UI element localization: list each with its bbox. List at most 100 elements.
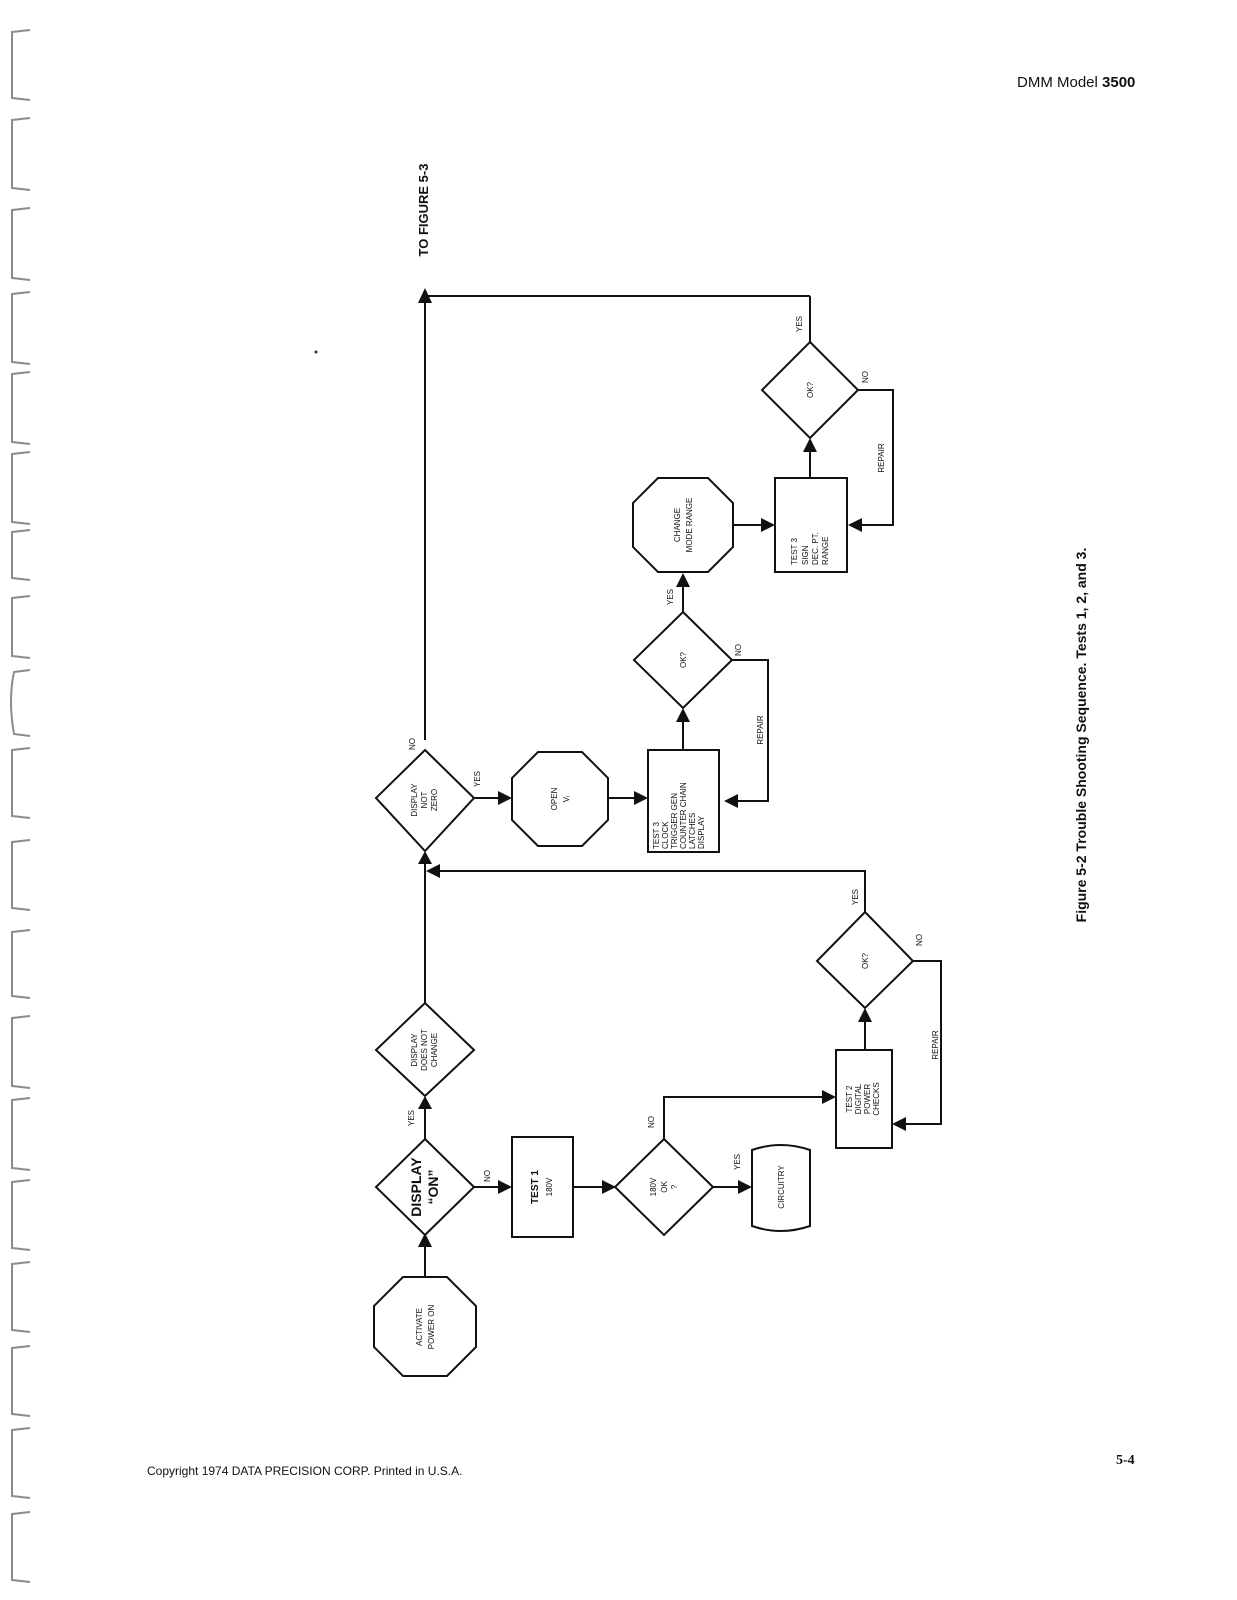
node-text: OK? (679, 651, 688, 668)
node-text: TEST 3 (652, 821, 661, 849)
arrow-head (848, 518, 862, 532)
arrow-head (724, 794, 738, 808)
arrow-head (761, 518, 775, 532)
node-open-vi: OPEN Vᵢ (511, 751, 609, 847)
arrow-head (676, 708, 690, 722)
arrow-head (634, 791, 648, 805)
node-text: OPEN (550, 787, 559, 810)
arrow-head (858, 1008, 872, 1022)
label-yes: YES (733, 1154, 742, 1170)
arrow-head (418, 851, 432, 864)
node-text: TEST 1 (530, 1170, 541, 1204)
arrow-head (418, 1096, 432, 1109)
edge-labels: YES NO YES NO REPAIR NO YES NO YES REPAI… (407, 316, 940, 1182)
node-text: RANGE (821, 537, 830, 565)
node-text: DISPLAY (697, 815, 706, 849)
node-text: POWER (863, 1084, 872, 1114)
node-ok-test3b-decision: OK? (760, 340, 860, 440)
edge-180v-test2 (663, 1096, 822, 1139)
node-text: DEC. PT. (811, 532, 820, 565)
node-text: TEST 3 (790, 537, 799, 565)
node-text: LATCHES (688, 813, 697, 849)
node-text: OK? (806, 381, 815, 398)
exit-label: TO FIGURE 5-3 (416, 164, 431, 257)
node-text: OK (660, 1181, 669, 1193)
label-repair: REPAIR (877, 443, 886, 472)
node-text: CHECKS (872, 1082, 881, 1115)
node-text: 180V (545, 1177, 554, 1196)
label-yes: YES (473, 771, 482, 787)
node-no-change-decision: DISPLAY DOES NOT CHANGE (374, 1001, 476, 1098)
arrow-head (676, 573, 690, 587)
edge-ok2-repair (906, 960, 942, 1125)
node-test2: TEST 2 DIGITAL POWER CHECKS (835, 1049, 893, 1149)
arrow-head (418, 288, 432, 303)
arrow-head (426, 864, 440, 878)
arrow-head (892, 1117, 906, 1131)
label-no: NO (483, 1170, 492, 1182)
node-text: POWER ON (427, 1305, 436, 1350)
label-yes: YES (795, 316, 804, 332)
node-text: DISPLAY (408, 1157, 424, 1217)
label-no: NO (647, 1116, 656, 1128)
arrow-head (738, 1180, 752, 1194)
node-text: ? (670, 1184, 679, 1189)
node-text: OK? (861, 952, 870, 969)
node-text: 180V (649, 1177, 658, 1196)
arrow-head (418, 1233, 432, 1247)
flow-connectors (418, 288, 942, 1277)
node-activate-power: ACTIVATE POWER ON (373, 1276, 477, 1377)
edge-ok3a-repair (732, 659, 769, 802)
label-repair: REPAIR (931, 1030, 940, 1059)
edge-ok3b-repair (858, 389, 894, 526)
header-model-number: 3500 (1102, 74, 1136, 91)
node-text: DISPLAY (410, 1033, 419, 1067)
label-yes: YES (851, 889, 860, 905)
node-ok-test3a-decision: OK? (632, 610, 734, 710)
node-text: CLOCK (661, 821, 670, 849)
node-change-mode-range: CHANGE MODE RANGE (632, 477, 734, 573)
arrow-head (822, 1090, 836, 1104)
node-circuitry: CIRCUITRY (751, 1144, 811, 1232)
arrow-head (602, 1180, 616, 1194)
page-number: 5-4 (1116, 1453, 1135, 1468)
node-text: CIRCUITRY (777, 1165, 786, 1209)
label-no: NO (734, 644, 743, 656)
node-text: TRIGGER GEN (670, 793, 679, 849)
document-header: DMM Model 3500 (1017, 74, 1135, 91)
node-text: “ON” (425, 1170, 441, 1205)
scan-speck (314, 350, 318, 354)
node-text: NOT (420, 791, 429, 808)
node-text: CHANGE (673, 508, 682, 542)
label-repair: REPAIR (756, 715, 765, 744)
node-text: DIGITAL (854, 1083, 863, 1114)
label-yes: YES (407, 1110, 416, 1126)
node-text: ZERO (430, 789, 439, 811)
arrow-head (498, 791, 512, 805)
node-text: ACTIVATE (415, 1308, 424, 1346)
arrow-head (498, 1180, 512, 1194)
label-no: NO (915, 934, 924, 946)
edge-ok2-return (438, 870, 866, 912)
node-text: TEST 2 (845, 1085, 854, 1113)
label-yes: YES (666, 589, 675, 605)
node-text: Vᵢ (562, 796, 571, 803)
node-text: SIGN (801, 545, 810, 565)
binder-rings (10, 29, 31, 1583)
arrow-head (803, 438, 817, 452)
node-test3-sign: TEST 3 SIGN DEC. PT. RANGE (774, 477, 848, 573)
node-ok-test2-decision: OK? (815, 910, 915, 1010)
node-display-on-decision: DISPLAY “ON” (374, 1137, 476, 1237)
node-text: DISPLAY (410, 783, 419, 817)
node-text: MODE RANGE (685, 498, 694, 553)
label-no: NO (408, 738, 417, 750)
node-text: DOES NOT (420, 1029, 429, 1071)
header-model-label: DMM Model (1017, 74, 1098, 91)
node-test1: TEST 1 180V (511, 1136, 574, 1238)
node-180v-decision: 180V OK ? (613, 1137, 715, 1237)
label-no: NO (861, 371, 870, 383)
node-not-zero-decision: DISPLAY NOT ZERO (374, 748, 476, 853)
figure-caption: Figure 5-2 Trouble Shooting Sequence. Te… (1073, 548, 1089, 923)
node-text: CHANGE (430, 1033, 439, 1067)
